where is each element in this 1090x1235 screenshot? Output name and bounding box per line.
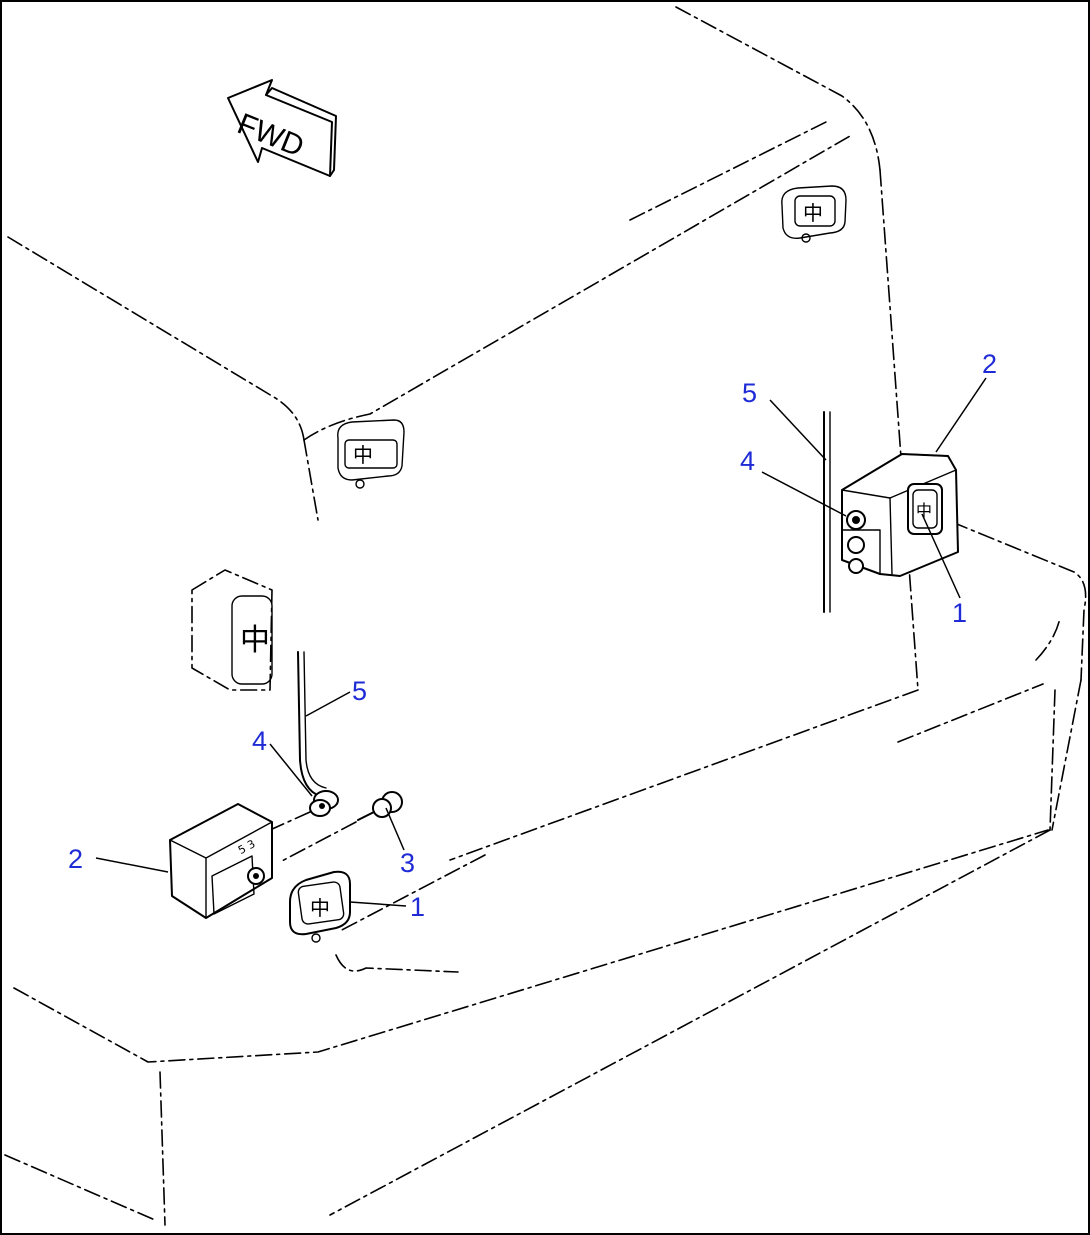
callout-right-1: 1 <box>952 598 967 628</box>
callout-right-2: 2 <box>982 349 997 379</box>
callout-left-5: 5 <box>352 676 367 706</box>
lamp-symbol: 中 <box>353 443 373 467</box>
lamp-symbol: 中 <box>916 501 932 520</box>
ghost-lamp-middle: 中 <box>337 419 405 489</box>
leader-lines <box>95 377 987 907</box>
lamp-left <box>289 870 351 936</box>
bolt-right <box>847 536 865 554</box>
bracket-left <box>169 803 273 919</box>
body-outline <box>4 521 1087 1226</box>
callout-left-4: 4 <box>252 726 267 756</box>
callout-left-1: 1 <box>410 892 425 922</box>
fwd-direction-arrow: FWD <box>227 79 337 177</box>
lamp-right <box>907 483 943 535</box>
callout-right-5: 5 <box>742 378 757 408</box>
cab-roof-outline <box>7 6 881 441</box>
callout-left-3: 3 <box>400 848 415 878</box>
lamp-symbol: 中 <box>310 896 330 920</box>
right-lamp-assembly: 中 <box>823 411 959 613</box>
ghost-lamp-left: 中 <box>191 569 273 691</box>
lamp-symbol: 中 <box>803 201 823 225</box>
lamp-symbol: 中 <box>240 623 270 658</box>
ghost-lamp-top-right: 中 <box>781 185 847 243</box>
callout-labels: 5 4 2 1 5 4 3 2 1 <box>68 349 997 922</box>
bolt-left <box>357 791 403 821</box>
left-lamp-assembly: 5 3 中 <box>169 651 403 943</box>
cab-side-outline <box>303 169 919 973</box>
callout-left-2: 2 <box>68 844 83 874</box>
callout-right-4: 4 <box>740 446 755 476</box>
